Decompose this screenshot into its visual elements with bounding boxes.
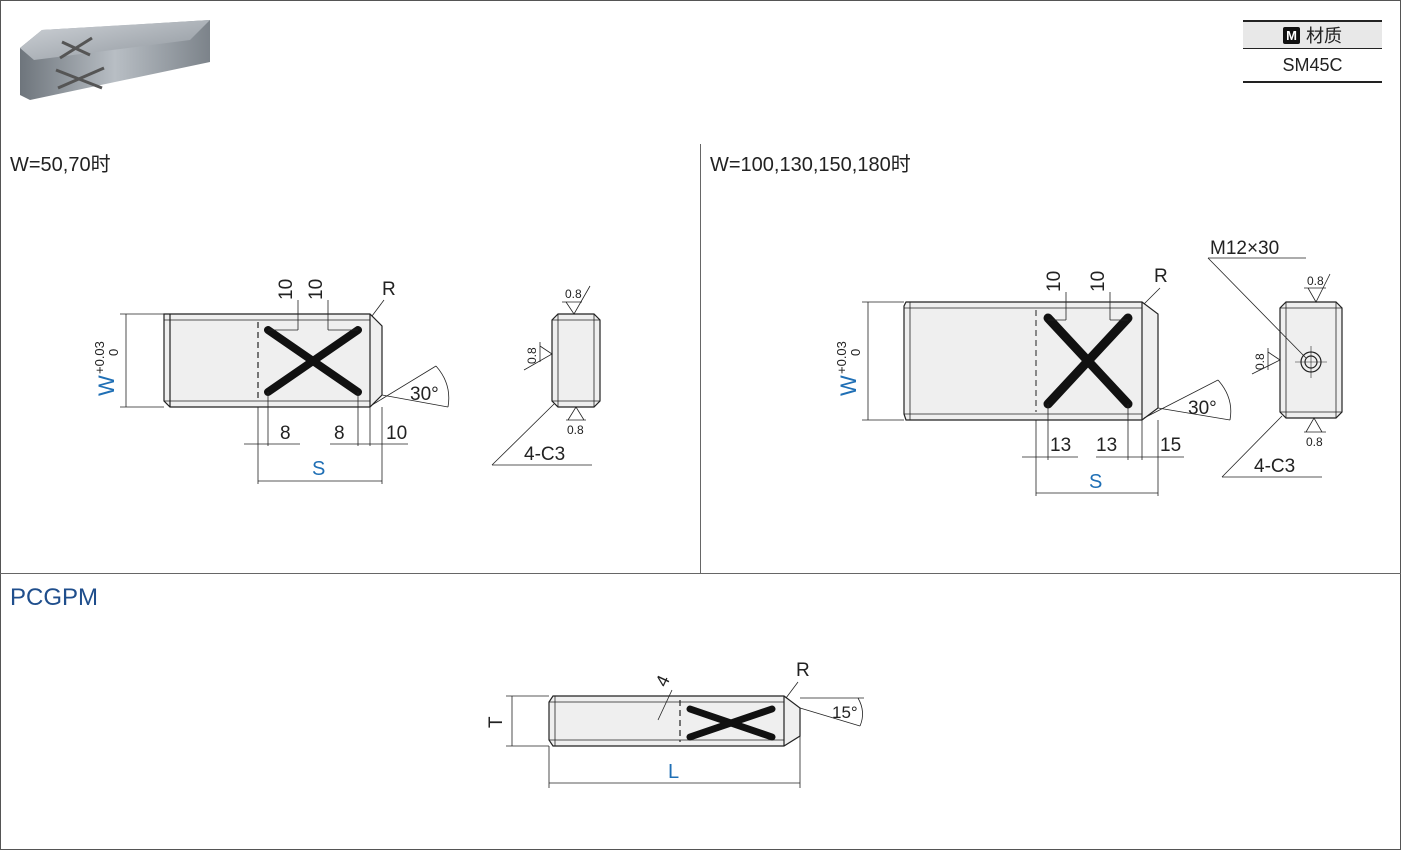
- right-w-tol-zero: 0: [848, 349, 863, 356]
- photo-x-mark-top: [59, 36, 93, 60]
- left-w-tol-zero: 0: [106, 349, 121, 356]
- right-drawing: 10 10 R W +0.03 0 13 13 15 S 30°: [834, 238, 1343, 496]
- left-drawing: 10 10 R W +0.03 0 8 8 10 S 30°: [92, 279, 601, 484]
- bottom-t-label: T: [486, 716, 507, 728]
- right-dim-13b: 13: [1096, 435, 1117, 456]
- left-dim-10a: 10: [276, 279, 297, 300]
- left-angle-arc: [435, 365, 450, 408]
- left-side-view: [551, 313, 601, 408]
- right-angle-label: 30°: [1188, 398, 1217, 419]
- right-rough-bottom-symbol: [1305, 417, 1323, 433]
- left-chamfer-label: 4-C3: [524, 444, 565, 465]
- left-rough-top-symbol: [565, 285, 591, 315]
- material-header: M 材质: [1243, 20, 1382, 49]
- photo-x-mark-front: [55, 66, 105, 90]
- left-angle-leg: [371, 365, 437, 406]
- left-rough-bottom: 0.8: [567, 423, 584, 437]
- left-rough-left: 0.8: [525, 347, 539, 364]
- left-chamfer-leader: [491, 403, 555, 466]
- left-s-label: S: [312, 458, 325, 480]
- right-rough-left-symbol: [1251, 351, 1281, 375]
- bottom-r-label: R: [796, 660, 810, 681]
- right-rough-bottom: 0.8: [1306, 435, 1323, 449]
- right-chamfer-leader: [1221, 415, 1283, 478]
- material-value: SM45C: [1243, 49, 1382, 83]
- bottom-dim-4-leader: [657, 689, 673, 721]
- bottom-block-outline: [548, 695, 801, 747]
- right-angle-arc: [1217, 379, 1232, 421]
- right-thread-label: M12×30: [1210, 238, 1279, 259]
- right-rough-left: 0.8: [1253, 353, 1267, 370]
- left-rough-bottom-symbol: [567, 406, 585, 421]
- right-dim-15: 15: [1160, 435, 1181, 456]
- right-dim-10b: 10: [1088, 271, 1109, 292]
- left-angle-base: [381, 394, 449, 408]
- right-rough-top: 0.8: [1307, 274, 1324, 288]
- right-rough-top-symbol: [1307, 273, 1331, 303]
- material-header-label: 材质: [1306, 26, 1342, 46]
- right-dim-13a: 13: [1050, 435, 1071, 456]
- left-w-label: W: [94, 375, 119, 396]
- bottom-dim-4: 4: [651, 672, 673, 690]
- right-angle-base: [1157, 407, 1231, 421]
- right-s-label: S: [1089, 471, 1102, 493]
- right-chamfer-label: 4-C3: [1254, 456, 1295, 477]
- bottom-section-title: PCGPM: [10, 584, 99, 611]
- left-dim-10b: 10: [306, 279, 327, 300]
- bottom-x-stroke-2: [686, 705, 776, 741]
- photo-block-top: [20, 20, 210, 60]
- right-section-title: W=100,130,150,180时: [710, 154, 911, 176]
- left-rough-left-symbol: [523, 345, 553, 371]
- right-angle-leg: [1143, 379, 1219, 419]
- bottom-l-label: L: [668, 761, 679, 783]
- right-r-leader: [1143, 287, 1161, 305]
- bottom-angle-label: 15°: [832, 703, 858, 722]
- material-box: M 材质 SM45C: [1243, 20, 1382, 83]
- left-section-title: W=50,70时: [10, 154, 111, 176]
- section-divider-horizontal: [0, 573, 1401, 574]
- left-w-tol-plus: +0.03: [92, 341, 107, 374]
- right-thread-leader: [1207, 257, 1307, 359]
- left-r-label: R: [382, 279, 396, 300]
- left-dim-8a: 8: [280, 423, 291, 444]
- right-w-label: W: [836, 375, 861, 396]
- bottom-angle-arc: [857, 697, 863, 727]
- right-x-stroke-2: [1043, 313, 1133, 409]
- bottom-angle-leg: [799, 707, 861, 727]
- left-r-leader: [371, 299, 385, 317]
- left-rough-top: 0.8: [565, 287, 582, 301]
- left-x-stroke-2: [264, 326, 362, 396]
- material-badge: M: [1283, 26, 1300, 44]
- left-dim-10c: 10: [386, 423, 407, 444]
- bottom-drawing: 4 R 15° T L: [486, 660, 864, 788]
- right-dim-10a: 10: [1044, 271, 1065, 292]
- right-w-tol-plus: +0.03: [834, 341, 849, 374]
- bottom-r-leader: [785, 681, 799, 699]
- left-angle-label: 30°: [410, 384, 439, 405]
- section-divider-vertical: [700, 144, 701, 573]
- right-r-label: R: [1154, 266, 1168, 287]
- left-dim-8b: 8: [334, 423, 345, 444]
